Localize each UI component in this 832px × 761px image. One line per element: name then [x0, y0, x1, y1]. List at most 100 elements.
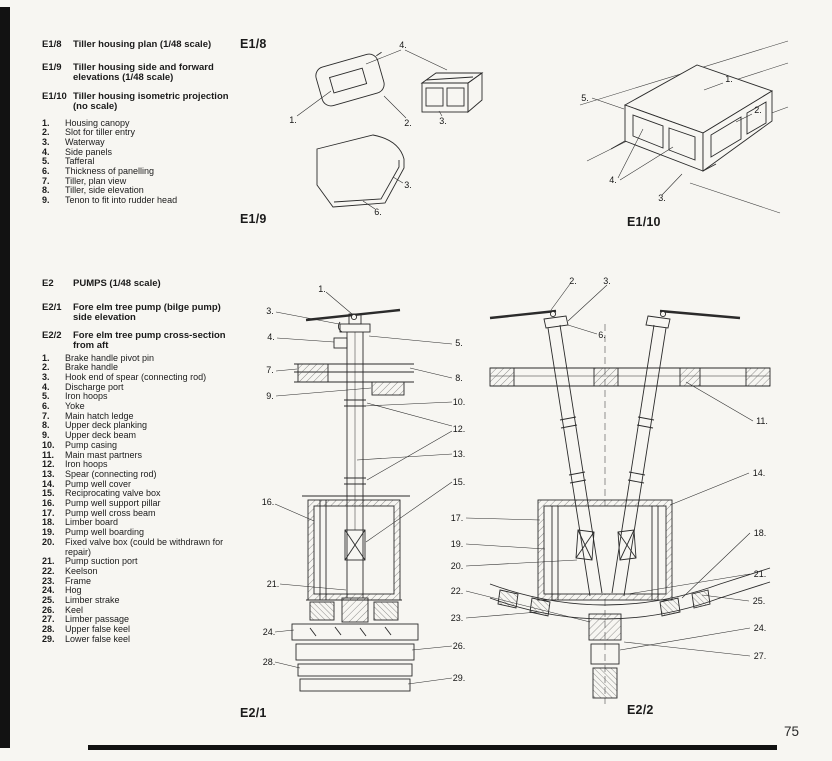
- legend-item: 8.Tiller, side elevation: [42, 186, 237, 196]
- legend-item-number: 8.: [42, 185, 50, 196]
- e18-callout-2: 2.: [404, 118, 412, 128]
- legend-item: 29.Lower false keel: [42, 633, 237, 645]
- legend-item: 16.Pump well support pillar: [42, 498, 237, 509]
- legend-item: 26.Keel: [42, 605, 237, 616]
- legend-item-text: Limber passage: [65, 614, 130, 625]
- legend-item: 11.Main mast partners: [42, 449, 237, 461]
- tiller-housing-plan-drawing: [315, 51, 484, 113]
- e21-callout-28: 28.: [263, 657, 276, 667]
- e21-callout-22: 22.: [451, 586, 464, 596]
- legend-item: 14.Pump well cover: [42, 478, 237, 490]
- legend-item: 23.Frame: [42, 575, 237, 587]
- legend-item-number: 5.: [42, 391, 50, 402]
- figure-entry-code: E2: [42, 278, 54, 289]
- legend-item-number: 17.: [42, 507, 55, 518]
- legend-item: 3. Waterway: [42, 136, 237, 148]
- legend-item-number: 7.: [42, 410, 50, 421]
- e21-callout-9: 9.: [266, 391, 274, 401]
- legend-item-text: Housing canopy: [65, 117, 130, 128]
- figure-entry-code: E1/10: [42, 90, 67, 102]
- e21-callout-23: 23.: [451, 613, 464, 623]
- e21-callout-19: 19.: [451, 539, 464, 549]
- e21-callout-20: 20.: [451, 561, 464, 571]
- legend-item: 19.Pump well boarding: [42, 527, 237, 538]
- legend-item-text: Spear (connecting rod): [65, 468, 157, 479]
- e21-leader-lines: [274, 291, 591, 685]
- figure-entry: E1/10 Tiller housing isometric projectio…: [42, 90, 237, 113]
- e110-callout-4: 4.: [609, 175, 617, 185]
- e21-callout-1: 1.: [318, 284, 326, 294]
- legend-item: 1.Brake handle pivot pin: [42, 352, 237, 364]
- legend-item-number: 21.: [42, 556, 55, 567]
- e21-callout-10: 10.: [453, 397, 466, 407]
- legend-item-text: Limber strake: [65, 595, 120, 606]
- legend-item-number: 3.: [42, 371, 50, 382]
- legend-item-text: Slot for tiller entry: [65, 127, 136, 138]
- legend-item-number: 27.: [42, 614, 55, 625]
- e21-callout-17: 17.: [451, 513, 464, 523]
- legend-item-number: 18.: [42, 517, 55, 528]
- legend-item: 4.Side panels: [42, 147, 237, 158]
- legend-item-text: Pump well boarding: [65, 527, 145, 538]
- legend-item-number: 7.: [42, 175, 50, 186]
- e110-callout-5: 5.: [581, 93, 589, 103]
- tiller-housing-elevation-drawing: [316, 134, 405, 208]
- e21-callout-21: 21.: [267, 579, 280, 589]
- e19-callout-6: 6.: [374, 207, 382, 217]
- figure-entry: E1/9 Tiller housing side and forward ele…: [42, 61, 237, 84]
- e110-leader-lines: [591, 82, 753, 196]
- figure-entry: E2/2 Fore elm tree pump cross-section fr…: [42, 330, 237, 352]
- e21-callout-5: 5.: [455, 338, 463, 348]
- figure-entry: E2 PUMPS (1/48 scale): [42, 278, 237, 290]
- legend-item: 6.Yoke: [42, 401, 237, 412]
- legend-item: 20.Fixed valve box (could be withdrawn f…: [42, 537, 237, 557]
- legend-item-text: Iron hoops: [65, 459, 108, 470]
- pump-figures-drawing: 1. 3. 4. 7. 9. 16. 21. 24. 28. 5. 8. 10.…: [262, 276, 771, 704]
- legend-item: 9.Tenon to fit into rudder head: [42, 195, 237, 206]
- legend-item-text: Thickness of panelling: [65, 166, 155, 177]
- e19-leader-lines: [362, 176, 404, 210]
- legend-item-number: 3.: [42, 136, 50, 147]
- legend-item: 22. Keelson: [42, 565, 237, 577]
- legend-item-text: Pump well cover: [65, 478, 132, 489]
- legend-item-text: Limber board: [65, 517, 119, 528]
- legend-item-text: Keelson: [65, 565, 98, 576]
- e18-callout-1: 1.: [289, 115, 297, 125]
- legend-item-text: Yoke: [65, 401, 85, 412]
- legend-item-number: 22.: [42, 565, 55, 576]
- figure-label-e18: E1/8: [240, 37, 267, 51]
- e21-callout-15: 15.: [453, 477, 466, 487]
- e110-callout-3: 3.: [658, 193, 666, 203]
- legend-item: 5.Iron hoops: [42, 392, 237, 402]
- legend-item-number: 11.: [42, 449, 55, 460]
- legend-item-number: 24.: [42, 585, 55, 596]
- legend-item: 4.Discharge port: [42, 382, 237, 393]
- e22-callout-2: 2.: [569, 276, 577, 286]
- legend-item: 12.Iron hoops: [42, 460, 237, 470]
- legend-item-number: 1.: [42, 352, 50, 363]
- legend-item-text: Hog: [65, 585, 82, 596]
- e18-callout-4: 4.: [399, 40, 407, 50]
- legend-item-number: 1.: [42, 117, 50, 128]
- figure-entry-title: Tiller housing side and forward elevatio…: [73, 61, 214, 83]
- legend-item: 8.Upper deck planking: [42, 421, 237, 431]
- e21-callout-29: 29.: [453, 673, 466, 683]
- figure-entry-title: PUMPS (1/48 scale): [73, 278, 161, 289]
- legend-item-text: Waterway: [65, 136, 105, 147]
- legend-item-text: Upper deck beam: [65, 430, 137, 441]
- legend-item-number: 29.: [42, 633, 55, 644]
- e22-callout-18: 18.: [754, 528, 767, 538]
- figure-entry-title: Tiller housing isometric projection (no …: [73, 90, 229, 112]
- figure-entry-code: E1/9: [42, 61, 62, 73]
- legend-item-number: 25.: [42, 595, 55, 606]
- e18-leader-lines: [296, 49, 448, 119]
- legend-item-number: 8.: [42, 420, 50, 431]
- pump-side-elevation-drawing: [291, 308, 419, 692]
- figure-entry-code: E1/8: [42, 39, 62, 50]
- legend-item: 6.Thickness of panelling: [42, 166, 237, 177]
- legend-item-number: 2.: [42, 362, 50, 373]
- legend-item: 2.Brake handle: [42, 362, 237, 373]
- legend-item-number: 23.: [42, 575, 55, 586]
- figure-entry: E1/8 Tiller housing plan (1/48 scale): [42, 39, 237, 51]
- legend-item: 24. Hog: [42, 586, 237, 596]
